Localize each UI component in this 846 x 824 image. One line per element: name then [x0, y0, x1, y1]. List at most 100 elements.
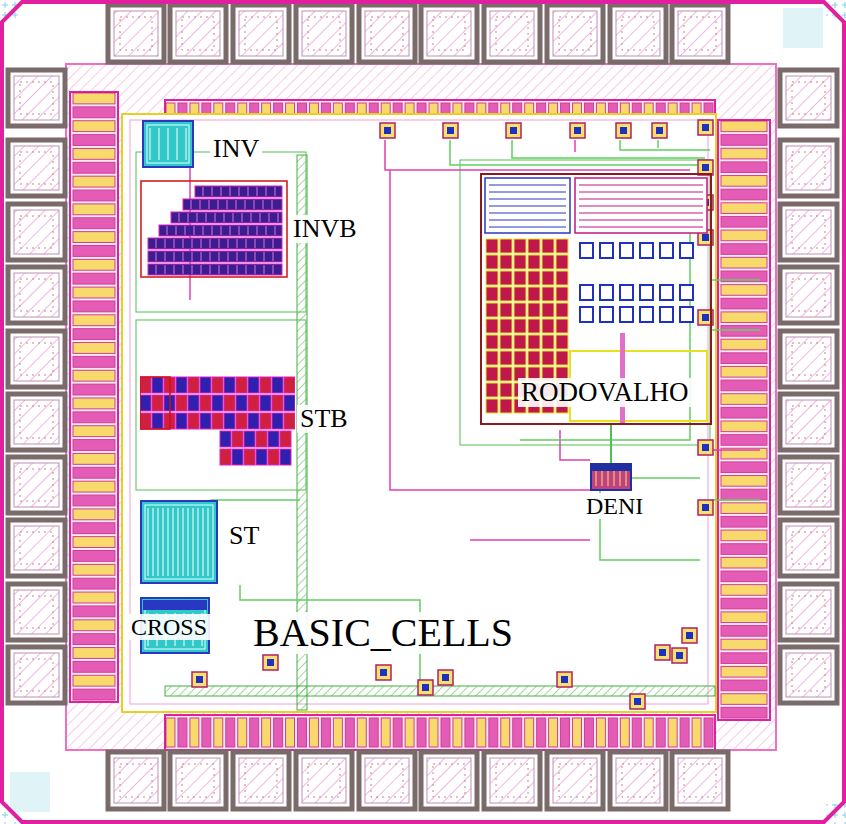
pad-frame — [8, 584, 65, 640]
pad-metal — [786, 400, 831, 444]
io-cell — [73, 384, 115, 395]
cell-artwork — [141, 181, 287, 277]
cell-shape — [486, 351, 498, 365]
cell-line — [163, 508, 164, 576]
pad-frame — [780, 267, 837, 323]
bond-pad — [8, 584, 65, 640]
cell-line — [159, 128, 160, 160]
pad-metal — [14, 146, 59, 190]
contact-cell — [443, 123, 458, 138]
pad-opening — [182, 17, 214, 50]
cell-line — [210, 252, 211, 261]
bond-pad — [780, 520, 837, 576]
bond-pad — [610, 752, 666, 809]
cell-line — [230, 187, 231, 196]
io-cell — [721, 516, 767, 527]
bond-pad — [547, 5, 603, 62]
pad-frame — [421, 5, 477, 62]
io-cell — [250, 718, 259, 747]
bond-pad — [780, 394, 837, 450]
io-cell — [721, 571, 767, 582]
cell-line — [206, 213, 207, 222]
cell-name: RODOVALHO — [518, 378, 692, 407]
pad-frame — [484, 752, 540, 809]
pad-metal — [786, 653, 831, 697]
bond-pad — [780, 331, 837, 387]
io-cell — [226, 718, 235, 747]
cell-artwork — [141, 501, 217, 583]
cell-line — [183, 239, 184, 248]
io-cell — [73, 232, 115, 243]
cell-line — [203, 187, 204, 196]
bond-pad — [780, 267, 837, 323]
layout-cell: INV — [142, 120, 194, 168]
cell-line — [264, 252, 265, 261]
cell-outline — [590, 463, 632, 491]
pad-frame — [359, 5, 415, 62]
bond-pad — [170, 752, 226, 809]
cell-line — [165, 252, 166, 261]
io-cell — [73, 661, 115, 672]
cell-line — [248, 187, 249, 196]
io-cell — [721, 203, 767, 214]
cell-shape — [500, 367, 512, 381]
pad-metal — [14, 76, 59, 120]
io-cell — [721, 189, 767, 200]
cell-shape — [140, 413, 151, 429]
contact-outer — [438, 670, 453, 685]
cell-line — [174, 252, 175, 261]
io-cell — [73, 287, 115, 298]
io-cell — [73, 356, 115, 367]
io-cell — [73, 537, 115, 548]
cell-line — [489, 206, 566, 207]
io-cell — [721, 666, 767, 677]
cell-shape — [580, 243, 593, 258]
pad-frame — [780, 457, 837, 513]
pad-metal — [786, 526, 831, 570]
cell-shape — [486, 335, 498, 349]
cell-line — [272, 200, 273, 209]
cell-line — [242, 213, 243, 222]
logo-mark — [783, 8, 823, 48]
cell-shape — [500, 335, 512, 349]
pad-opening — [20, 596, 53, 628]
io-cell — [309, 718, 318, 747]
cell-shape — [272, 377, 283, 393]
pad-opening — [622, 764, 654, 797]
contact-cell — [698, 440, 713, 455]
io-cell — [73, 551, 115, 562]
cell-line — [174, 265, 175, 274]
cell-line — [236, 200, 237, 209]
io-cell — [721, 653, 767, 664]
io-cell — [178, 718, 187, 747]
pad-metal — [616, 758, 660, 803]
io-cell — [465, 718, 474, 747]
io-cell — [721, 380, 767, 391]
cell-shape — [500, 271, 512, 285]
cell-line — [489, 213, 566, 214]
contact-cell — [263, 655, 278, 670]
region-outline — [136, 152, 306, 312]
pad-metal — [786, 210, 831, 254]
io-cell — [537, 718, 546, 747]
cell-line — [191, 200, 192, 209]
contact-outer — [655, 645, 670, 660]
io-cell — [721, 544, 767, 555]
contact-outer — [682, 628, 697, 643]
cell-line — [579, 185, 703, 186]
cell-line — [233, 213, 234, 222]
cell-line — [489, 220, 566, 221]
pad-frame — [108, 752, 164, 809]
pad-opening — [684, 764, 716, 797]
layout-cell: DENI — [590, 463, 632, 491]
layout-cell: ST — [140, 500, 218, 584]
cell-line — [210, 265, 211, 274]
io-cell — [286, 718, 295, 747]
cell-line — [266, 187, 267, 196]
contact-inner — [447, 127, 454, 134]
cell-line — [192, 239, 193, 248]
contact-outer — [380, 123, 395, 138]
io-cell — [357, 718, 366, 747]
